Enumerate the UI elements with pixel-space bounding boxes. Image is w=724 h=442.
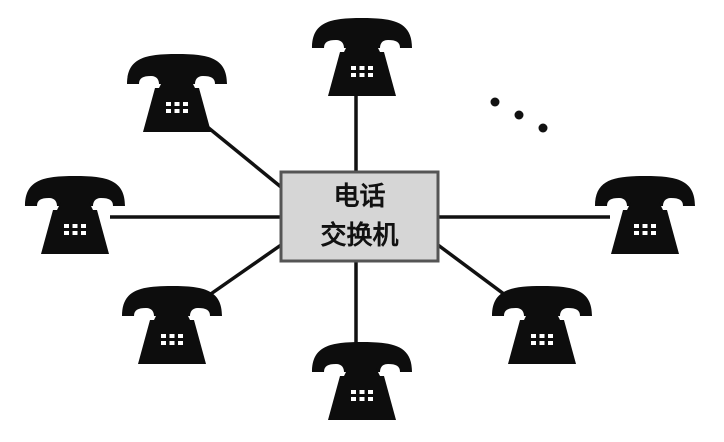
ellipsis-dot: [490, 97, 500, 107]
switchboard-box: [279, 170, 440, 263]
telephone-upper-left-link: [203, 123, 283, 189]
telephone-lower-right-icon: [492, 286, 592, 364]
switchboard-label-line1: 电话: [333, 182, 385, 212]
telephone-upper-left-icon: [127, 54, 227, 132]
telephone-lower-left-link: [203, 243, 283, 300]
telephone-top-icon: [312, 18, 412, 96]
telephone-right-icon: [595, 176, 695, 254]
switchboard: 电话 交换机: [279, 170, 440, 263]
switchboard-label-line2: 交换机: [320, 220, 398, 251]
telephone-bottom-icon: [312, 342, 412, 420]
telephone-lower-right-link: [436, 243, 514, 302]
ellipsis-dot: [514, 110, 524, 120]
ellipsis-dot: [538, 123, 548, 133]
telephone-left-icon: [25, 176, 125, 254]
connection-lines: [110, 95, 610, 350]
telephone-lower-left-icon: [122, 286, 222, 364]
ellipsis-more-indicator: [490, 97, 548, 133]
